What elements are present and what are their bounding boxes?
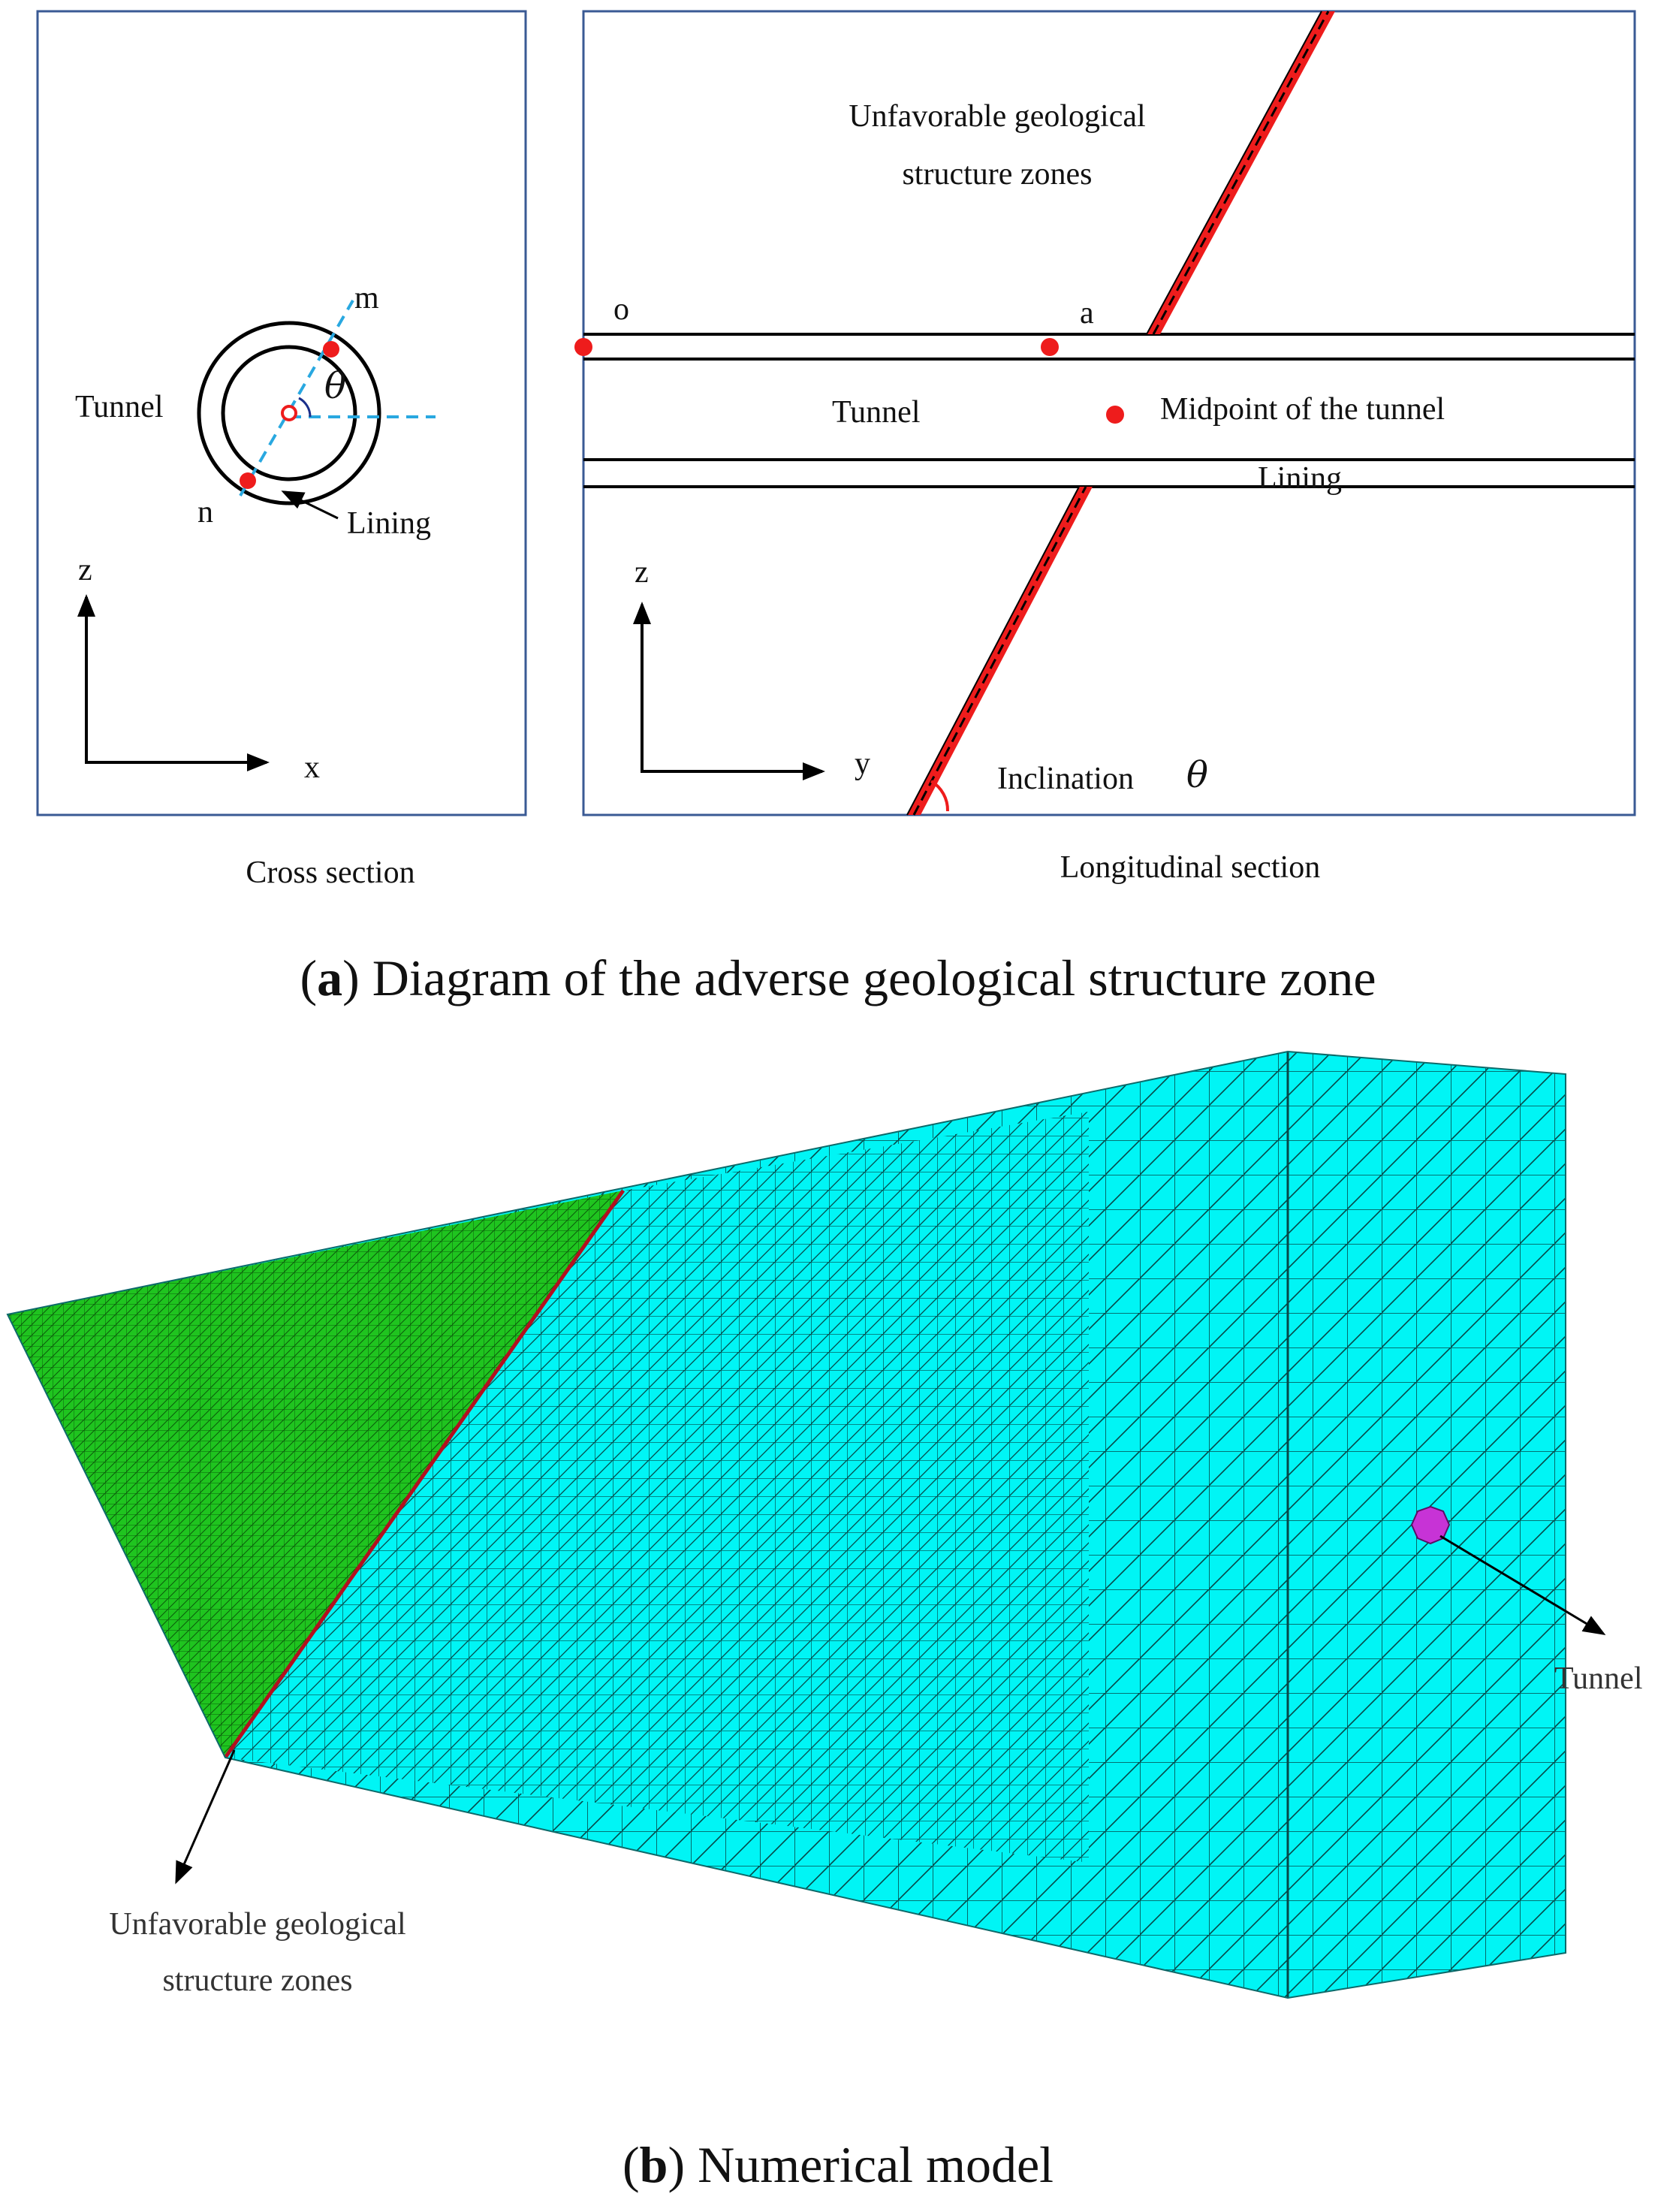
inclination-label: Inclination bbox=[997, 762, 1134, 796]
point-m-label: m bbox=[354, 281, 379, 315]
lining-label: Lining bbox=[347, 506, 431, 541]
fault-zone-lower bbox=[906, 486, 1093, 816]
block-outline bbox=[6, 1050, 1566, 1999]
cross-section: m n θ Tunnel Lining z x Cross section bbox=[36, 10, 527, 890]
point-m-marker bbox=[323, 341, 339, 358]
point-o-marker bbox=[574, 338, 592, 356]
point-o-label: o bbox=[613, 292, 629, 327]
cross-section-frame bbox=[36, 10, 527, 816]
fault-plane-line bbox=[223, 1189, 625, 1759]
longitudinal-tunnel-label: Tunnel bbox=[832, 395, 921, 430]
panel-b: Tunnel Unfavorable geological structure … bbox=[6, 1050, 1643, 2193]
lining-arrow bbox=[281, 490, 339, 520]
axis-x-label: x bbox=[304, 750, 320, 785]
tunnel-cross-section-marker bbox=[1410, 1505, 1451, 1545]
axis-z-long-label: z bbox=[635, 555, 649, 590]
tunnel-b-label: Tunnel bbox=[1554, 1661, 1643, 1696]
caption-b-text: Numerical model bbox=[698, 2136, 1054, 2193]
zone-label-line1: Unfavorable geological bbox=[849, 99, 1145, 134]
caption-b: (b) Numerical model bbox=[622, 2136, 1054, 2193]
midpoint-marker bbox=[1106, 406, 1124, 424]
caption-a: (a) Diagram of the adverse geological st… bbox=[300, 949, 1376, 1006]
inclination-theta: θ bbox=[1186, 754, 1208, 796]
zone-b-label-line1: Unfavorable geological bbox=[109, 1907, 405, 1942]
point-a-marker bbox=[1041, 338, 1059, 356]
caption-a-text: Diagram of the adverse geological struct… bbox=[372, 949, 1376, 1006]
numerical-mesh-model bbox=[8, 1052, 1566, 1998]
angle-arc bbox=[298, 397, 312, 418]
fault-zone-upper bbox=[1146, 11, 1335, 335]
panel-a: m n θ Tunnel Lining z x Cross section bbox=[36, 10, 1636, 1006]
inclination-arc bbox=[930, 780, 950, 812]
angle-theta-label: θ bbox=[324, 365, 346, 407]
center-marker bbox=[281, 405, 297, 421]
axis-y-label: y bbox=[855, 747, 870, 781]
longitudinal-section-frame bbox=[582, 10, 1636, 816]
longitudinal-section: Unfavorable geological structure zones o… bbox=[574, 10, 1636, 885]
cross-section-label: Cross section bbox=[246, 856, 414, 890]
point-n-marker bbox=[240, 472, 256, 489]
point-n-label: n bbox=[197, 495, 213, 530]
lining-inner-ring bbox=[221, 345, 357, 481]
point-a-label: a bbox=[1080, 296, 1094, 330]
zone-arrow bbox=[175, 1749, 236, 1885]
zone-b-label-line2: structure zones bbox=[162, 1963, 352, 1998]
longitudinal-section-label: Longitudinal section bbox=[1060, 850, 1320, 885]
tunnel-arrow bbox=[1439, 1535, 1606, 1636]
midpoint-label: Midpoint of the tunnel bbox=[1160, 392, 1445, 427]
caption-a-letter: a bbox=[317, 949, 342, 1006]
mesh-green-zone bbox=[8, 1190, 623, 1758]
zone-label-line2: structure zones bbox=[902, 157, 1092, 192]
mesh-cyan-medium bbox=[225, 1112, 1089, 1863]
caption-b-letter: b bbox=[640, 2136, 668, 2193]
axis-z-label: z bbox=[78, 553, 92, 587]
longitudinal-lining-label: Lining bbox=[1258, 461, 1342, 496]
tunnel-label: Tunnel bbox=[75, 390, 164, 424]
